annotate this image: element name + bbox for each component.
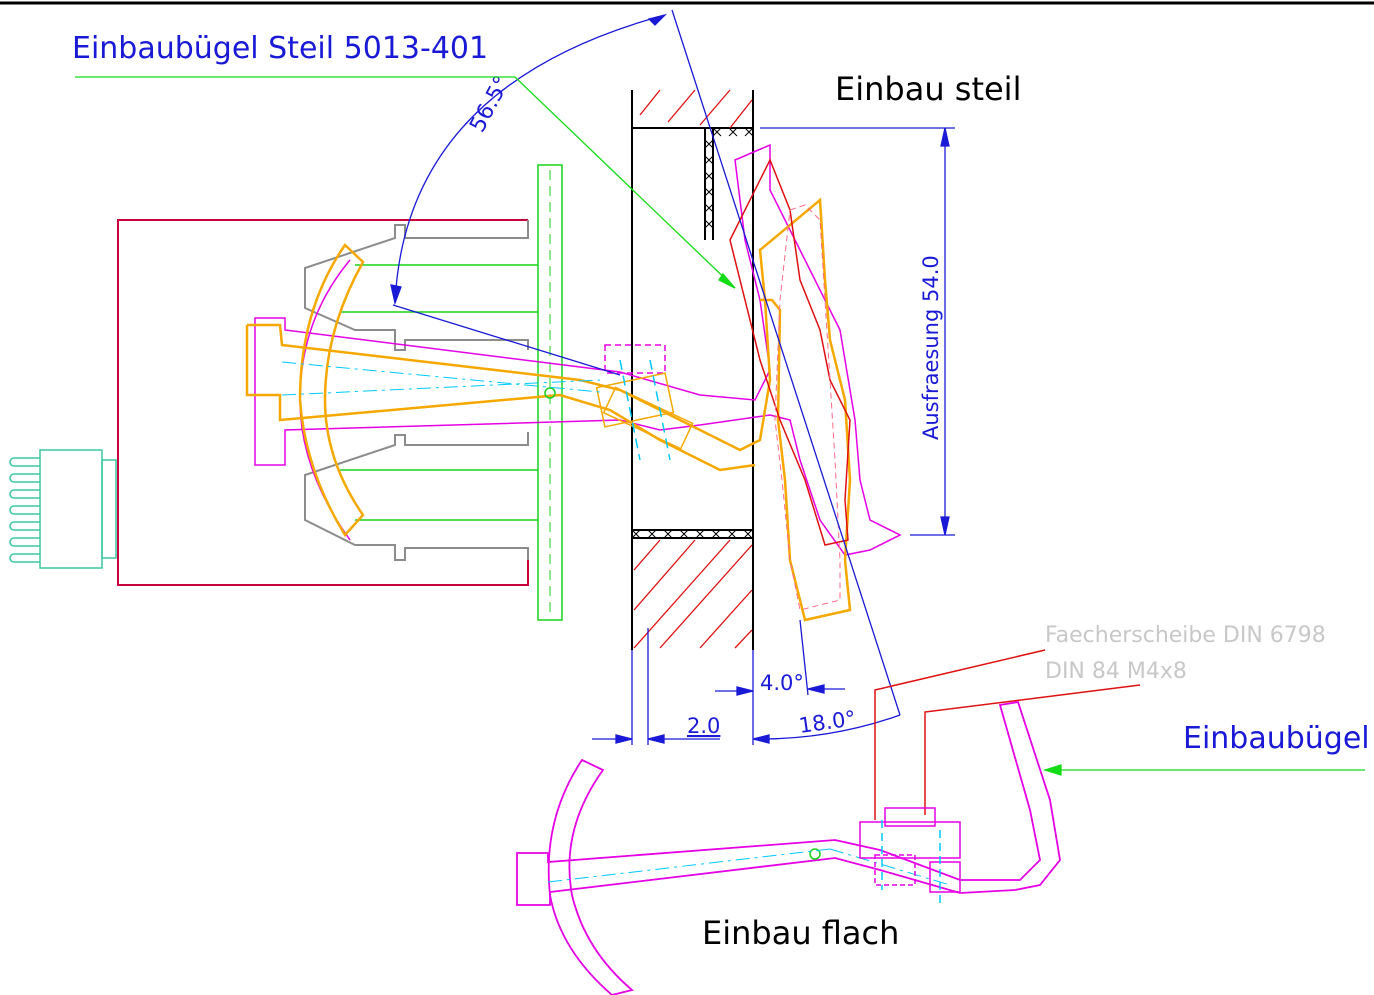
grey-clamp-body (304, 220, 529, 561)
dimension-angle-large-text: 18.0° (797, 706, 857, 738)
dimension-angle-large (752, 714, 901, 744)
dimension-angle-rotation (390, 9, 901, 716)
bracket-steep (245, 197, 852, 622)
dimension-gap (592, 628, 720, 745)
dimension-gap-text: 2.0 (687, 714, 720, 738)
wall-crosshatch-strip (631, 127, 754, 539)
dimension-milling (760, 127, 955, 536)
bracket-steep-ghost (254, 143, 902, 556)
title-steep: Einbau steil (835, 70, 1021, 108)
steep-outline-red (729, 158, 851, 546)
title-flat: Einbau flach (702, 914, 899, 952)
bracket-flat (516, 700, 1061, 995)
wall-section (631, 90, 754, 650)
pivot-point-flat (809, 848, 821, 860)
callout-bracket-steep-text: Einbaubügel Steil 5013-401 (72, 31, 488, 66)
dimension-angle-rotation-text: 56.5° (465, 72, 515, 137)
callout-screw-text: DIN 84 M4x8 (1045, 659, 1187, 684)
callout-screw-leaders (874, 649, 1141, 820)
steep-outline-dashed (774, 204, 841, 611)
screw-assembly-flat (859, 807, 961, 905)
pivot-point (544, 387, 556, 399)
centerline-flat (547, 848, 951, 886)
callout-washer-text: Faecherscheibe DIN 6798 (1045, 623, 1326, 648)
housing-outline (117, 219, 529, 586)
dimension-angle-small-text: 4.0° (760, 671, 804, 695)
wall-hatching (633, 89, 753, 649)
dimension-angle-small (715, 619, 845, 745)
screw-assembly-steep (595, 344, 694, 461)
callout-bracket-leader (1042, 764, 1365, 776)
centerlines-steep (281, 361, 601, 396)
callout-bracket-steep-leader (75, 76, 736, 289)
dimension-milling-text: Ausfraesung 54.0 (919, 255, 943, 440)
mounting-panel (340, 164, 563, 621)
connector (9, 449, 117, 569)
callout-bracket-text: Einbaubügel (1183, 721, 1370, 756)
